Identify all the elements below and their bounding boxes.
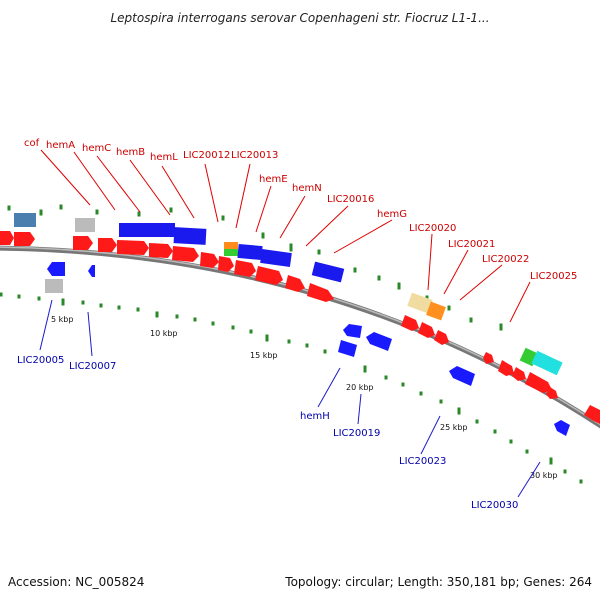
gene-arrow[interactable] bbox=[546, 387, 558, 399]
gene-arrow[interactable] bbox=[200, 252, 219, 268]
gene-arrow[interactable] bbox=[366, 332, 392, 351]
gene-label-LIC20016[interactable]: LIC20016 bbox=[327, 194, 374, 205]
gene-arrow[interactable] bbox=[512, 367, 526, 381]
gene-label-LIC20023[interactable]: LIC20023 bbox=[399, 456, 446, 467]
gene-arrow[interactable] bbox=[554, 420, 570, 436]
gene-arrow[interactable] bbox=[98, 238, 117, 252]
gene-arrow[interactable] bbox=[172, 246, 199, 262]
gene-label-LIC20013[interactable]: LIC20013 bbox=[231, 150, 278, 161]
feature-block[interactable] bbox=[14, 213, 36, 227]
gene-label-LIC20005[interactable]: LIC20005 bbox=[17, 355, 64, 366]
map-title: Leptospira interrogans serovar Copenhage… bbox=[110, 11, 489, 25]
gene-label-hemC[interactable]: hemC bbox=[82, 143, 111, 154]
scale-label-30kbp: 30 kbp bbox=[530, 471, 558, 480]
feature-block[interactable] bbox=[426, 301, 446, 321]
gene-label-hemG[interactable]: hemG bbox=[377, 209, 407, 220]
gene-label-LIC20022[interactable]: LIC20022 bbox=[482, 254, 529, 265]
gene-label-hemB[interactable]: hemB bbox=[116, 147, 145, 158]
feature-block[interactable] bbox=[45, 279, 63, 293]
gene-arrow[interactable] bbox=[88, 265, 95, 277]
gene-arrow[interactable] bbox=[338, 340, 357, 357]
feature-block[interactable] bbox=[531, 350, 563, 376]
feature-block[interactable] bbox=[237, 243, 263, 261]
gene-label-hemL[interactable]: hemL bbox=[150, 152, 178, 163]
gene-label-LIC20019[interactable]: LIC20019 bbox=[333, 428, 380, 439]
forward-gene-arrows bbox=[0, 231, 600, 424]
scale-label-25kbp: 25 kbp bbox=[440, 423, 468, 432]
feature-block[interactable] bbox=[224, 242, 238, 249]
genome-backbone bbox=[0, 245, 600, 429]
gene-label-hemH[interactable]: hemH bbox=[300, 411, 330, 422]
gene-arrow[interactable] bbox=[483, 352, 494, 364]
feature-block[interactable] bbox=[407, 292, 433, 314]
gene-label-hemA[interactable]: hemA bbox=[46, 140, 75, 151]
reverse-gene-arrows bbox=[47, 262, 570, 436]
gene-arrow[interactable] bbox=[401, 315, 419, 331]
feature-block[interactable] bbox=[311, 261, 345, 283]
gene-arrow[interactable] bbox=[255, 266, 283, 285]
gene-arrow[interactable] bbox=[525, 372, 552, 393]
scale-label-20kbp: 20 kbp bbox=[346, 383, 374, 392]
scale-label-15kbp: 15 kbp bbox=[250, 351, 278, 360]
feature-block[interactable] bbox=[75, 218, 95, 232]
gene-arrow[interactable] bbox=[149, 243, 173, 258]
gene-arrow[interactable] bbox=[307, 283, 334, 302]
gene-arrow[interactable] bbox=[117, 240, 149, 255]
accession-label: Accession: NC_005824 bbox=[8, 575, 144, 589]
gene-arrow[interactable] bbox=[498, 360, 514, 376]
gene-arrow[interactable] bbox=[343, 324, 362, 338]
gene-label-LIC20012[interactable]: LIC20012 bbox=[183, 150, 230, 161]
gene-label-LIC20021[interactable]: LIC20021 bbox=[448, 239, 495, 250]
gene-label-cof[interactable]: cof bbox=[24, 138, 40, 149]
gene-arrow[interactable] bbox=[234, 260, 256, 277]
gene-arrow[interactable] bbox=[73, 236, 93, 250]
forward-leader-lines bbox=[40, 149, 531, 323]
gene-arrow[interactable] bbox=[285, 275, 305, 292]
scale-ticks bbox=[0, 204, 583, 484]
gene-label-LIC20025[interactable]: LIC20025 bbox=[530, 271, 577, 282]
gene-arrow[interactable] bbox=[47, 262, 65, 276]
gene-label-LIC20007[interactable]: LIC20007 bbox=[69, 361, 116, 372]
gene-arrow[interactable] bbox=[449, 366, 475, 386]
feature-block[interactable] bbox=[173, 227, 207, 245]
feature-block[interactable] bbox=[224, 249, 238, 256]
reverse-leader-lines bbox=[39, 299, 541, 498]
feature-block[interactable] bbox=[260, 248, 292, 268]
gene-arrow[interactable] bbox=[0, 231, 14, 245]
scale-label-10kbp: 10 kbp bbox=[150, 329, 178, 338]
gene-arrow[interactable] bbox=[14, 232, 35, 246]
scale-label-5kbp: 5 kbp bbox=[51, 315, 73, 324]
gene-label-hemN[interactable]: hemN bbox=[292, 183, 322, 194]
gene-arrow[interactable] bbox=[584, 405, 600, 424]
gene-label-LIC20030[interactable]: LIC20030 bbox=[471, 500, 518, 511]
forward-strand-features bbox=[14, 213, 563, 376]
gene-label-LIC20020[interactable]: LIC20020 bbox=[409, 223, 456, 234]
feature-block[interactable] bbox=[119, 223, 175, 237]
gene-label-hemE[interactable]: hemE bbox=[259, 174, 288, 185]
genome-summary: Topology: circular; Length: 350,181 bp; … bbox=[284, 575, 592, 589]
gene-arrow[interactable] bbox=[218, 256, 234, 272]
gene-arrow[interactable] bbox=[434, 330, 449, 345]
gene-arrow[interactable] bbox=[418, 322, 435, 338]
